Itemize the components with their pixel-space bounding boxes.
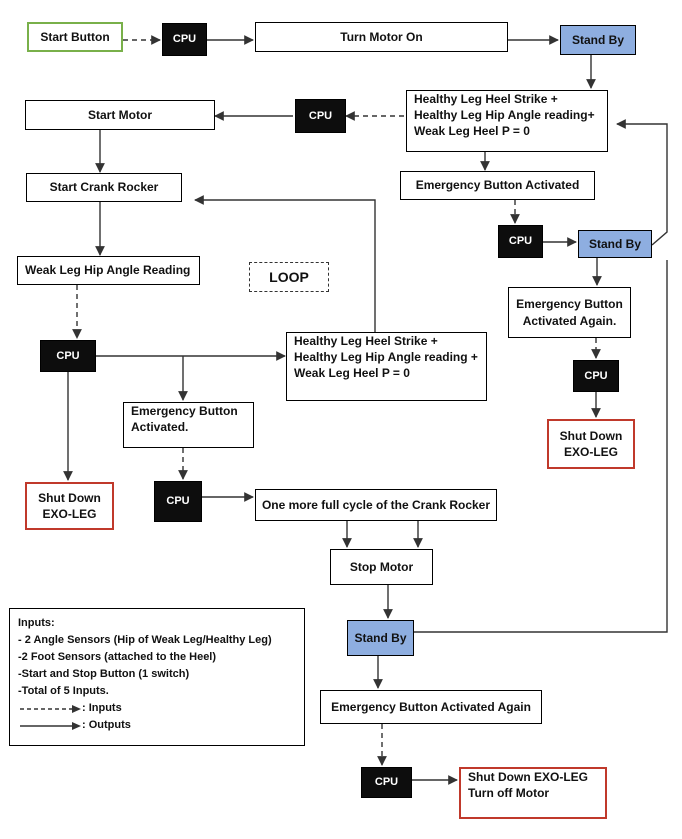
solid-arrow-icon [20,721,81,730]
cpu-node-right-1: CPU [498,225,543,258]
loop-label: LOOP [249,262,329,292]
arrow-loop-back-to-crank [194,195,376,332]
start-crank-rocker-node: Start Crank Rocker [26,173,182,202]
standby-node-top: Stand By [560,25,636,55]
emergency-again-right-line-1: Emergency Button [516,297,623,312]
cpu-node-right-2: CPU [573,360,619,392]
heel-strike-mid-line-3: Weak Leg Heel P = 0 [294,366,410,381]
heel-strike-top-line-2: Healthy Leg Hip Angle reading+ [414,108,595,123]
shutdown-right-line-1: Shut Down [559,428,623,443]
cpu-node-mid: CPU [154,481,202,522]
legend-inputs-row: : Inputs [18,700,296,717]
shutdown-right-line-2: EXO-LEG [563,445,618,459]
start-motor-node: Start Motor [25,100,215,130]
dashed-arrow-icon [20,704,81,713]
heel-strike-mid-line-2: Healthy Leg Hip Angle reading + [294,350,478,365]
start-button-node: Start Button [27,22,123,52]
legend-line-2: -2 Foot Sensors (attached to the Heel) [18,651,217,663]
standby-node-right: Stand By [578,230,652,258]
full-cycle-node: One more full cycle of the Crank Rocker [255,489,497,521]
cpu-node-left: CPU [40,340,96,372]
legend-line-1: - 2 Angle Sensors (Hip of Weak Leg/Healt… [18,634,272,646]
legend-line-4: -Total of 5 Inputs. [18,685,109,697]
cpu-node-1: CPU [162,23,207,56]
shutdown-node-right: Shut Down EXO-LEG [547,419,635,469]
legend-title: Inputs: [18,617,55,629]
emergency-mid-line-1: Emergency Button [131,404,238,418]
shutdown-final-line-1: Shut Down EXO-LEG [468,770,588,784]
arrow-feedback-standby-bottom [414,260,668,633]
legend-box: Inputs: - 2 Angle Sensors (Hip of Weak L… [9,608,305,746]
weak-leg-hip-node: Weak Leg Hip Angle Reading [17,256,200,285]
stop-motor-node: Stop Motor [330,549,433,585]
emergency-again-right-line-2: Activated Again. [522,313,617,328]
shutdown-left-line-2: EXO-LEG [42,507,97,521]
heel-strike-node-mid: Healthy Leg Heel Strike + Healthy Leg Hi… [286,332,487,401]
legend-line-3: -Start and Stop Button (1 switch) [18,668,190,680]
legend-inputs-label: : Inputs [82,702,122,714]
heel-strike-top-line-1: Healthy Leg Heel Strike + [414,92,558,106]
emergency-button-node-top: Emergency Button Activated [400,171,595,200]
turn-motor-on-node: Turn Motor On [255,22,508,52]
emergency-mid-line-2: Activated. [131,420,189,435]
legend-outputs-label: : Outputs [82,719,131,731]
heel-strike-mid-line-1: Healthy Leg Heel Strike + [294,334,438,348]
shutdown-node-left: Shut Down EXO-LEG [25,482,114,530]
emergency-again-node-right: Emergency Button Activated Again. [508,287,631,338]
heel-strike-node-top: Healthy Leg Heel Strike + Healthy Leg Hi… [406,90,608,152]
shutdown-left-line-1: Shut Down [38,490,101,505]
emergency-node-mid: Emergency Button Activated. [123,402,254,448]
standby-node-bottom: Stand By [347,620,414,656]
emergency-again-node-bottom: Emergency Button Activated Again [320,690,542,724]
arrow-feedback-standby-to-heelstrike [616,119,668,246]
legend-outputs-row: : Outputs [18,717,296,734]
cpu-node-2: CPU [295,99,346,133]
heel-strike-top-line-3: Weak Leg Heel P = 0 [414,124,530,139]
shutdown-final-line-2: Turn off Motor [468,786,550,801]
shutdown-final-node: Shut Down EXO-LEG Turn off Motor [459,767,607,819]
cpu-node-bottom: CPU [361,767,412,798]
